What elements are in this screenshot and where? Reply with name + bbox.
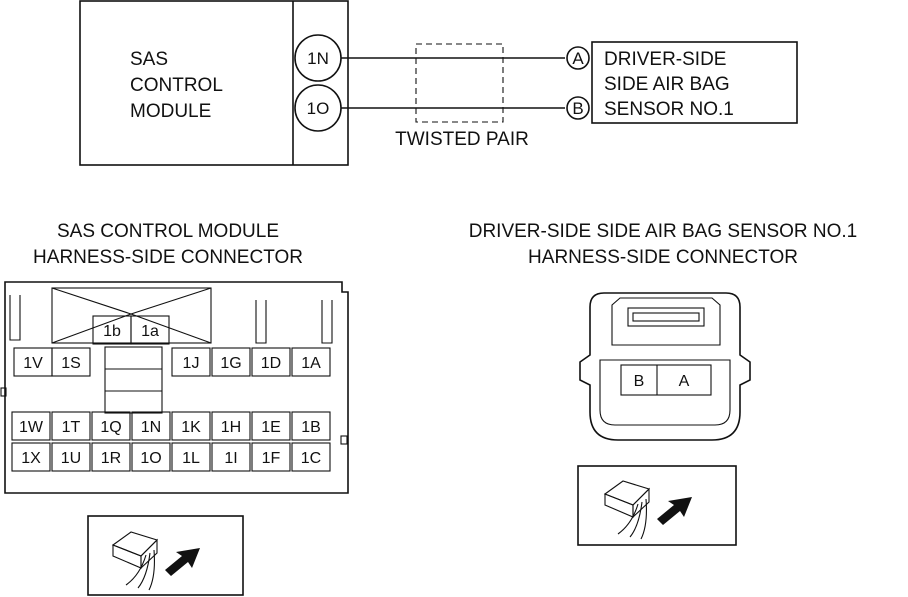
pin-1a: 1a <box>141 323 159 340</box>
sas-harness-connector: 1b 1a 1V 1S 1J 1G 1D 1A 1W 1T 1Q 1N 1K 1H 1E 1B 1X 1U 1R 1O… <box>0 281 349 494</box>
pin-1q-cell <box>91 411 131 441</box>
pin-1w-cell <box>11 411 51 441</box>
pin-1h-cell <box>211 411 251 441</box>
sensor-connector-pin-a: A <box>679 373 690 390</box>
pin-1s-cell <box>51 347 91 377</box>
twisted-pair-label: TWISTED PAIR <box>395 129 529 150</box>
pin-1o: 1O <box>140 450 161 467</box>
pin-1a-cell <box>130 315 170 345</box>
pin-1e: 1E <box>261 419 281 436</box>
pin-1u-cell <box>51 442 91 472</box>
harness-side-probe-icon <box>87 515 244 596</box>
pin-1b-cell <box>291 411 331 441</box>
twisted-pair-box <box>415 43 504 123</box>
pin-1h: 1H <box>221 419 241 436</box>
sensor-connector-title-1: DRIVER-SIDE SIDE AIR BAG SENSOR NO.1 <box>469 221 858 242</box>
pin-1j: 1J <box>183 355 200 372</box>
sensor-pin-b-circle <box>566 96 590 120</box>
pin-1r-cell <box>91 442 131 472</box>
module-label-line-3: MODULE <box>130 101 211 122</box>
sensor-label-line-1: DRIVER-SIDE <box>604 49 726 70</box>
sensor-block: A B DRIVER-SIDE SIDE AIR BAG SENSOR NO.1 <box>566 41 798 124</box>
pin-1n: 1N <box>141 419 161 436</box>
pin-1n-cell <box>131 411 171 441</box>
pin-1b: 1b <box>103 323 121 340</box>
sensor-pin-a-label: A <box>572 49 584 68</box>
pin-1w: 1W <box>19 419 44 436</box>
pin-1r: 1R <box>101 450 121 467</box>
pin-1b: 1B <box>301 419 321 436</box>
sensor-label-line-3: SENSOR NO.1 <box>604 99 734 120</box>
sensor-pin-a-circle <box>566 46 590 70</box>
pin-1e-cell <box>251 411 291 441</box>
pin-1l: 1L <box>182 450 200 467</box>
sas-connector-title-1: SAS CONTROL MODULE <box>57 221 279 242</box>
pin-1x-cell <box>11 442 51 472</box>
pin-1f-cell <box>251 442 291 472</box>
module-label-line-2: CONTROL <box>130 75 223 96</box>
sas-control-module-block: SAS CONTROL MODULE 1N 1O <box>79 0 349 166</box>
sensor-connector-pin-b: B <box>634 373 645 390</box>
pin-1d: 1D <box>261 355 281 372</box>
sensor-harness-connector: B A <box>579 292 751 441</box>
pin-1a-cell <box>291 347 331 377</box>
pin-1n-label: 1N <box>307 49 329 68</box>
pin-1t-cell <box>51 411 91 441</box>
pin-1o-cell <box>131 442 171 472</box>
pin-1k: 1K <box>181 419 201 436</box>
pin-1l-cell <box>171 442 211 472</box>
pin-1i-cell <box>211 442 251 472</box>
pin-1g-cell <box>211 347 251 377</box>
sas-connector-title-2: HARNESS-SIDE CONNECTOR <box>33 247 303 268</box>
pin-1d-cell <box>251 347 291 377</box>
pin-1c: 1C <box>301 450 321 467</box>
pin-1t: 1T <box>62 419 81 436</box>
twisted-pair-wires: TWISTED PAIR <box>341 43 565 150</box>
pin-1c-cell <box>291 442 331 472</box>
module-label-line-1: SAS <box>130 49 168 70</box>
pin-1j-cell <box>171 347 211 377</box>
sensor-pin-b-label: B <box>572 99 583 118</box>
sensor-side-probe-icon <box>577 465 737 546</box>
pin-1k-cell <box>171 411 211 441</box>
pin-1g: 1G <box>220 355 241 372</box>
pin-1f: 1F <box>262 450 281 467</box>
pin-1u: 1U <box>61 450 81 467</box>
sensor-connector-title-2: HARNESS-SIDE CONNECTOR <box>528 247 798 268</box>
pin-1v: 1V <box>23 355 43 372</box>
pin-1a: 1A <box>301 355 321 372</box>
pin-1i: 1I <box>224 450 237 467</box>
sensor-label-line-2: SIDE AIR BAG <box>604 74 730 95</box>
pin-1x: 1X <box>21 450 41 467</box>
pin-1s: 1S <box>61 355 81 372</box>
pin-1q: 1Q <box>100 419 121 436</box>
pin-1o-label: 1O <box>307 99 330 118</box>
